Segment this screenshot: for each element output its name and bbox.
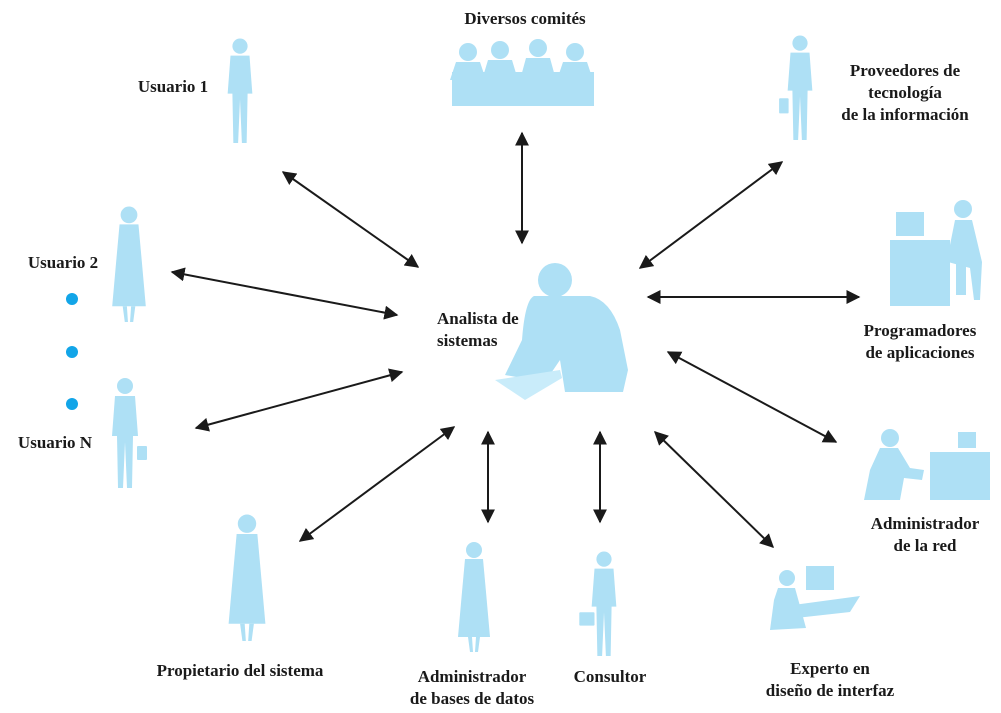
arrow-it-vendors xyxy=(638,161,784,269)
arrow-userN xyxy=(194,368,404,432)
label-app-programmers: Programadores de aplicaciones xyxy=(863,321,977,362)
dot-1 xyxy=(66,293,78,305)
arrow-user2 xyxy=(170,267,399,320)
continuation-dots xyxy=(66,293,78,410)
label-analyst: Analista de sistemas xyxy=(437,309,519,350)
analyst-seated-icon xyxy=(495,263,628,400)
db-admin-person-icon xyxy=(458,542,490,652)
vendor-person-icon xyxy=(779,35,813,140)
arrow-network-admin xyxy=(666,351,838,443)
connector-arrows xyxy=(170,131,861,548)
interface-expert-at-computer-icon xyxy=(770,566,860,630)
consultant-person-icon xyxy=(579,551,617,656)
dot-3 xyxy=(66,398,78,410)
network-admin-at-computer-icon xyxy=(864,429,990,500)
label-user1: Usuario 1 xyxy=(137,77,209,96)
person-briefcase-icon xyxy=(112,378,147,488)
label-interface-expert: Experto en diseño de interfaz xyxy=(765,659,895,700)
label-userN: Usuario N xyxy=(17,433,93,452)
label-user2: Usuario 2 xyxy=(27,253,99,272)
label-consultant: Consultor xyxy=(573,667,647,686)
dot-2 xyxy=(66,346,78,358)
arrow-system-owner xyxy=(298,426,456,542)
label-network-admin: Administrador de la red xyxy=(870,514,980,555)
group-people-icon xyxy=(450,39,594,106)
arrow-user1 xyxy=(281,171,420,268)
system-owner-person-icon xyxy=(228,514,266,641)
label-system-owner: Propietario del sistema xyxy=(156,661,324,680)
programmer-at-computer-icon xyxy=(890,200,982,306)
label-it-vendors: Proveedores de tecnología de la informac… xyxy=(841,61,969,124)
person-standing-icon xyxy=(227,38,253,143)
label-committees: Diversos comités xyxy=(464,9,586,28)
arrow-interface-expert xyxy=(653,431,775,548)
label-db-admin: Administrador de bases de datos xyxy=(409,667,535,708)
